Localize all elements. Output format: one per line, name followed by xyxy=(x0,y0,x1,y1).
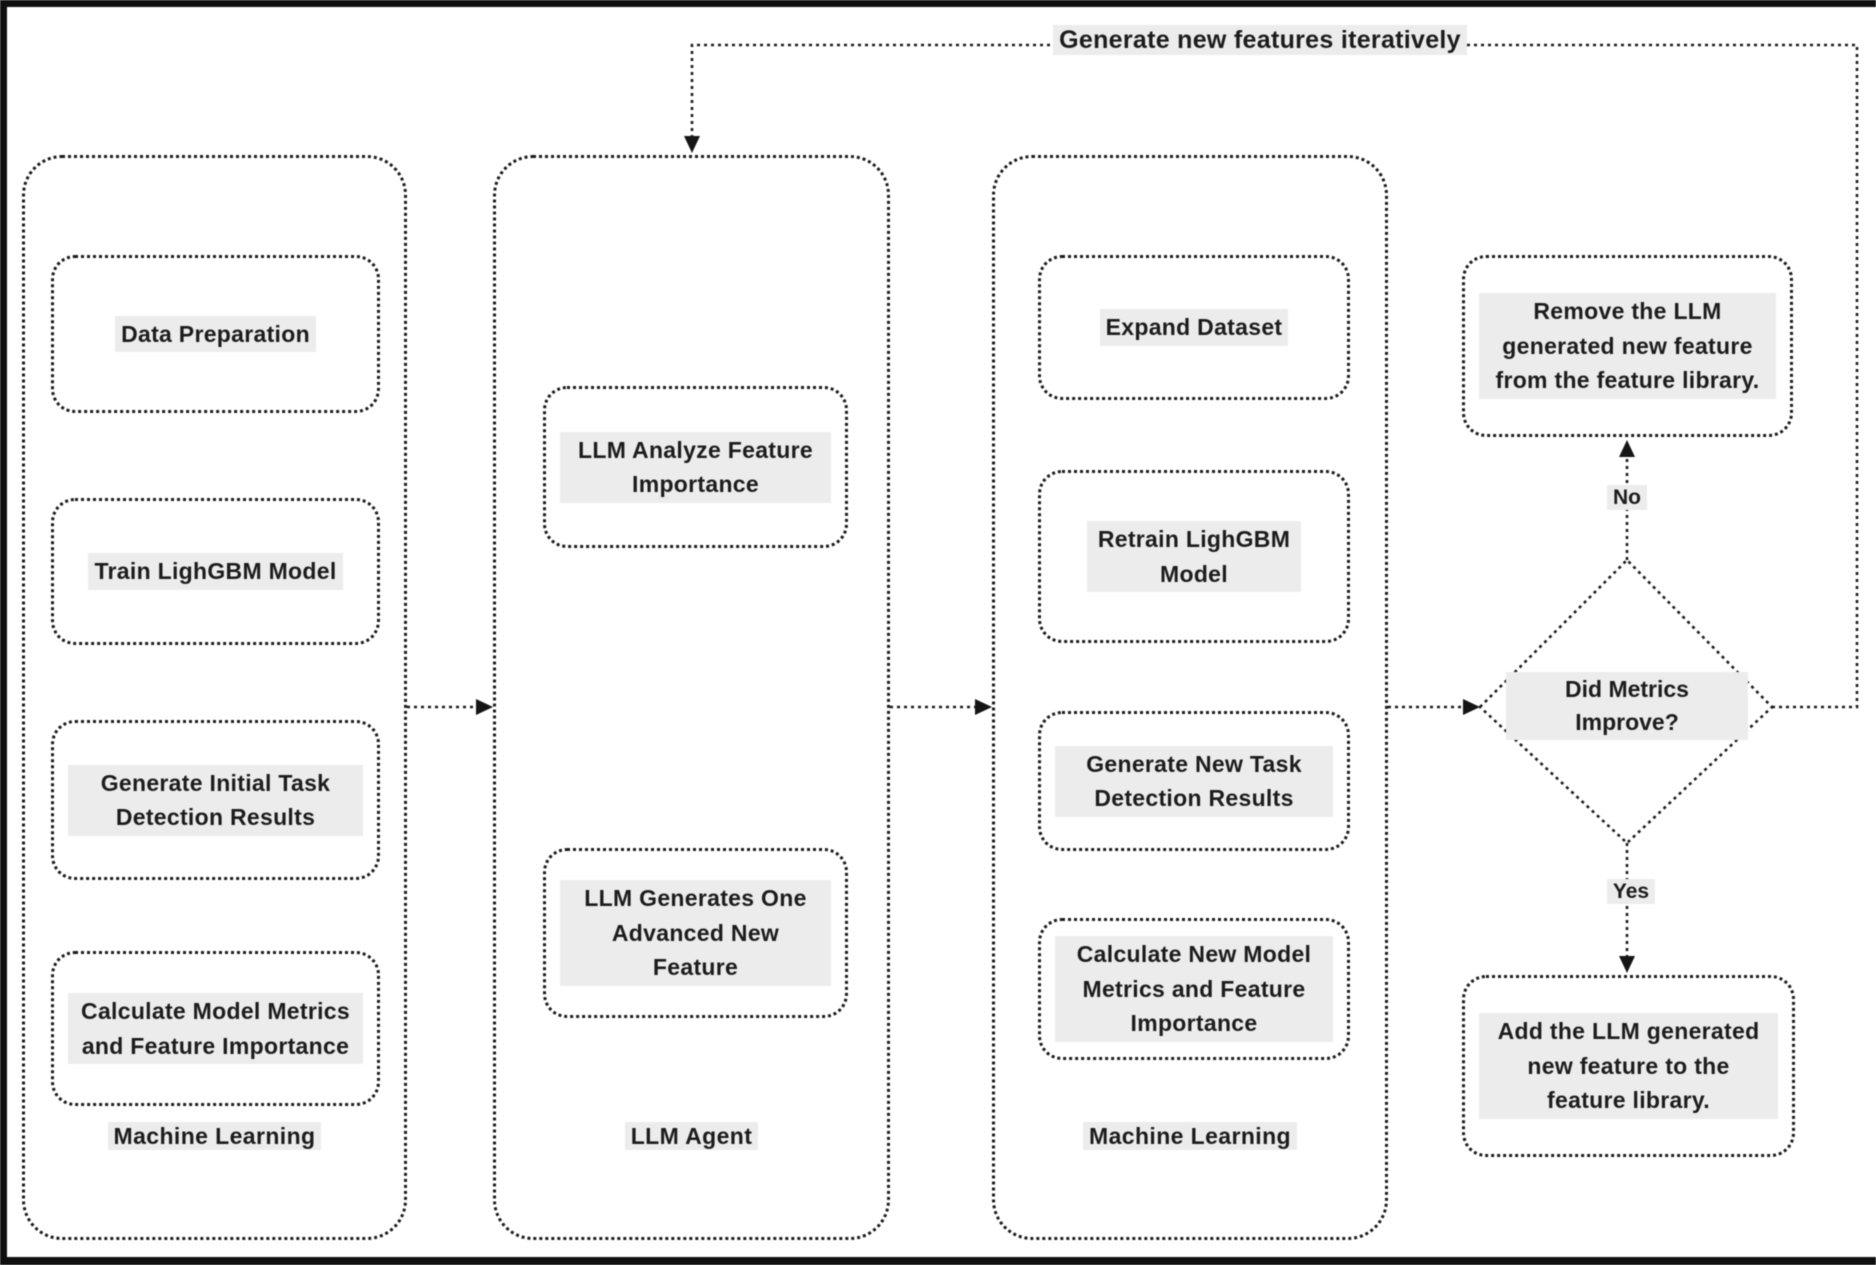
decision-question: Did Metrics Improve? xyxy=(1506,662,1748,750)
no-edge-label-text: No xyxy=(1607,485,1647,510)
step-llm-analyze-feature-importance: LLM Analyze Feature Importance xyxy=(543,386,848,548)
add-feature-outcome-box: Add the LLM generated new feature to the… xyxy=(1462,975,1795,1157)
step-label: Generate Initial Task Detection Results xyxy=(68,764,363,836)
loop-back-line xyxy=(690,43,1859,709)
decision-question-text: Did Metrics Improve? xyxy=(1506,671,1748,741)
yes-edge-label-text: Yes xyxy=(1606,879,1656,904)
step-label: Train LighGBM Model xyxy=(88,553,343,590)
container-label-machine-learning-right: Machine Learning xyxy=(995,1122,1385,1150)
arrow-llm-to-ml2-head xyxy=(975,699,992,715)
step-label: Retrain LighGBM Model xyxy=(1087,521,1301,592)
step-label: LLM Analyze Feature Importance xyxy=(560,431,831,503)
step-label: Data Preparation xyxy=(115,315,316,353)
step-label: Generate New Task Detection Results xyxy=(1055,745,1333,817)
yes-edge-label: Yes xyxy=(1599,879,1663,904)
loop-label-text: Generate new features iteratively xyxy=(1053,25,1467,55)
step-generate-new-task-detection-results: Generate New Task Detection Results xyxy=(1038,711,1350,851)
step-train-lighgbm-model: Train LighGBM Model xyxy=(51,498,380,645)
container-machine-learning-left: Data Preparation Train LighGBM Model Gen… xyxy=(22,155,407,1240)
loop-label: Generate new features iteratively xyxy=(1030,25,1490,55)
step-calculate-model-metrics: Calculate Model Metrics and Feature Impo… xyxy=(51,951,380,1106)
container-label-text: LLM Agent xyxy=(624,1122,759,1150)
page-border-top xyxy=(0,0,1876,7)
arrow-ml2-to-decision-head xyxy=(1463,699,1480,715)
step-label: Calculate New Model Metrics and Feature … xyxy=(1055,936,1333,1042)
step-expand-dataset: Expand Dataset xyxy=(1038,255,1350,400)
container-label-machine-learning-left: Machine Learning xyxy=(25,1122,404,1150)
step-data-preparation: Data Preparation xyxy=(51,255,380,413)
loop-back-head xyxy=(684,136,700,153)
page-border-left xyxy=(0,0,7,1265)
container-label-text: Machine Learning xyxy=(1083,1122,1297,1150)
container-machine-learning-right: Expand Dataset Retrain LighGBM Model Gen… xyxy=(992,155,1388,1240)
no-edge-label: No xyxy=(1595,485,1659,510)
arrow-ml1-to-llm-head xyxy=(476,699,493,715)
step-generate-initial-task-detection-results: Generate Initial Task Detection Results xyxy=(51,720,380,880)
outcome-text: Remove the LLM generated new feature fro… xyxy=(1479,293,1776,399)
step-retrain-lighgbm-model: Retrain LighGBM Model xyxy=(1038,470,1350,643)
step-label: LLM Generates One Advanced New Feature xyxy=(560,880,831,986)
arrow-no-branch-head xyxy=(1619,440,1635,457)
container-label-text: Machine Learning xyxy=(107,1122,322,1150)
page-border-bottom xyxy=(0,1257,1876,1265)
remove-feature-outcome-box: Remove the LLM generated new feature fro… xyxy=(1462,255,1793,437)
step-label: Expand Dataset xyxy=(1099,309,1289,346)
step-label: Calculate Model Metrics and Feature Impo… xyxy=(68,993,363,1064)
outcome-text: Add the LLM generated new feature to the… xyxy=(1479,1013,1778,1119)
step-llm-generates-new-feature: LLM Generates One Advanced New Feature xyxy=(543,848,848,1018)
step-calculate-new-model-metrics: Calculate New Model Metrics and Feature … xyxy=(1038,918,1350,1060)
container-label-llm-agent: LLM Agent xyxy=(496,1122,887,1150)
arrow-yes-branch-head xyxy=(1619,956,1635,973)
container-llm-agent: LLM Analyze Feature Importance LLM Gener… xyxy=(493,155,890,1240)
